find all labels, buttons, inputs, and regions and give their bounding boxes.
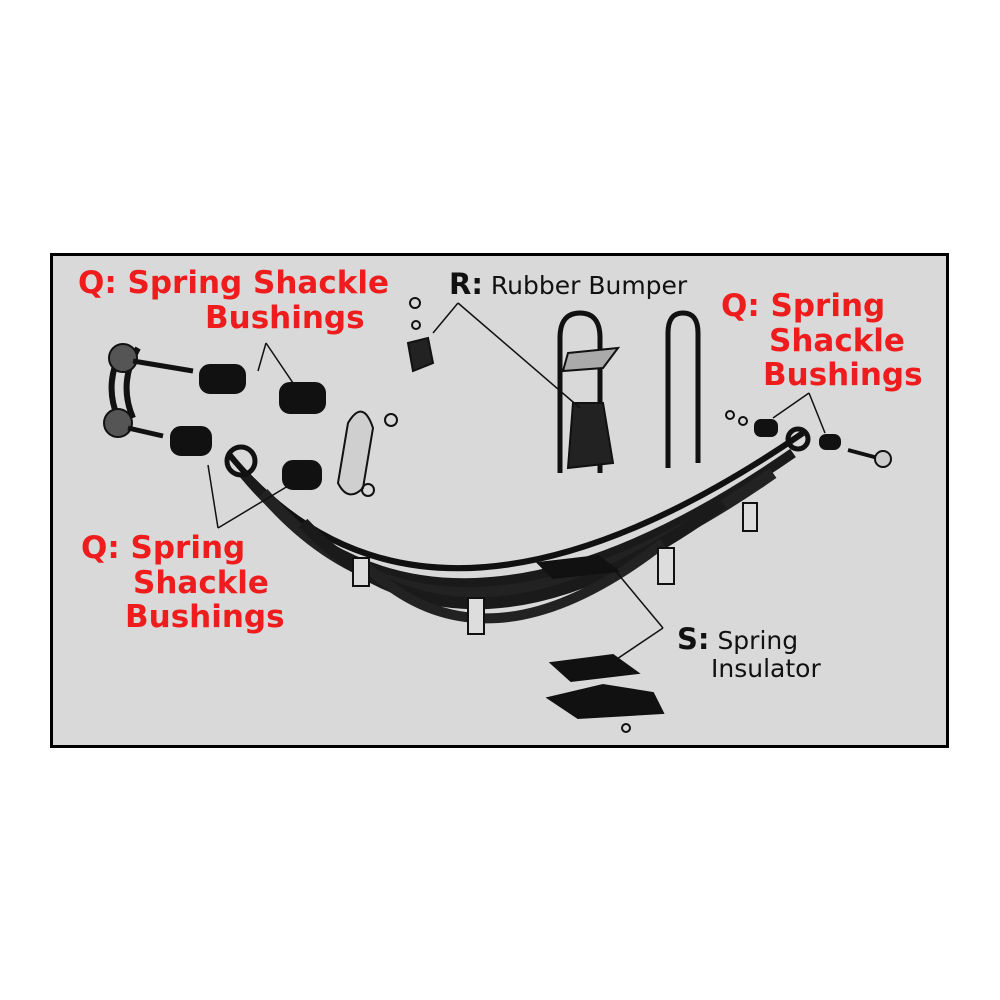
label-q-right: Q: Spring Shackle Bushings: [721, 289, 923, 393]
label-line: Shackle: [769, 322, 905, 359]
label-line: Bushings: [125, 599, 285, 636]
label-line: Shackle: [133, 564, 269, 601]
u-bolts: [557, 310, 701, 473]
spring-insulators: [535, 554, 665, 733]
label-r-rubber-bumper: R: Rubber Bumper: [449, 268, 687, 300]
label-q-top-left: Q: Spring Shackle Bushings: [78, 266, 389, 335]
diagram-frame: Q: Spring Shackle Bushings R: Rubber Bum…: [50, 253, 949, 748]
label-text: Spring: [717, 626, 799, 655]
label-q-bottom-left: Q: Spring Shackle Bushings: [81, 531, 285, 635]
label-line: Bushings: [205, 299, 365, 336]
label-line: Q: Spring: [721, 288, 886, 324]
bushings: [170, 364, 841, 490]
leader-arrows: [207, 302, 826, 666]
label-s-spring-insulator: S: Spring Insulator: [677, 623, 821, 683]
spring-shackle: [103, 343, 194, 439]
label-letter: R:: [449, 267, 483, 301]
label-line: Q: Spring: [81, 530, 246, 566]
label-line: Bushings: [763, 357, 923, 394]
label-text: Insulator: [711, 654, 821, 684]
label-letter: S:: [677, 622, 710, 656]
rubber-bumper: [406, 297, 621, 470]
leaf-spring: [224, 426, 811, 635]
leaf-spring-exploded-diagram: [103, 297, 892, 733]
shackle-plate: [336, 410, 375, 496]
label-text: Rubber Bumper: [490, 271, 688, 300]
label-line: Q: Spring Shackle: [78, 265, 389, 301]
